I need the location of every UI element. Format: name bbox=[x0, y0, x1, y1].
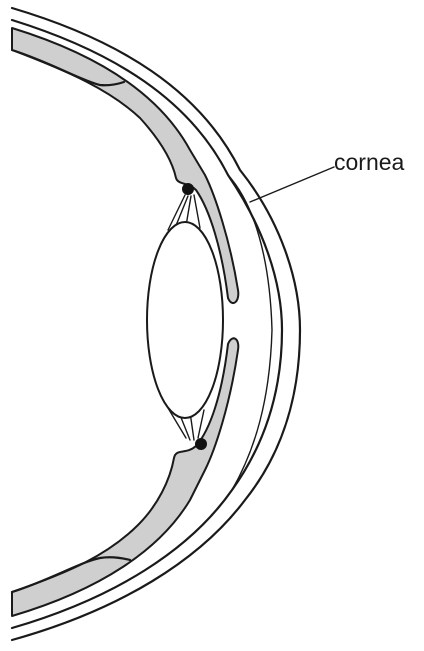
cornea-leader-line bbox=[250, 167, 334, 202]
lower-ciliary-dot bbox=[195, 438, 207, 450]
lens bbox=[147, 222, 223, 418]
upper-ciliary-dot bbox=[182, 183, 194, 195]
cornea-bulge bbox=[228, 175, 272, 490]
cornea-label: cornea bbox=[334, 149, 405, 175]
